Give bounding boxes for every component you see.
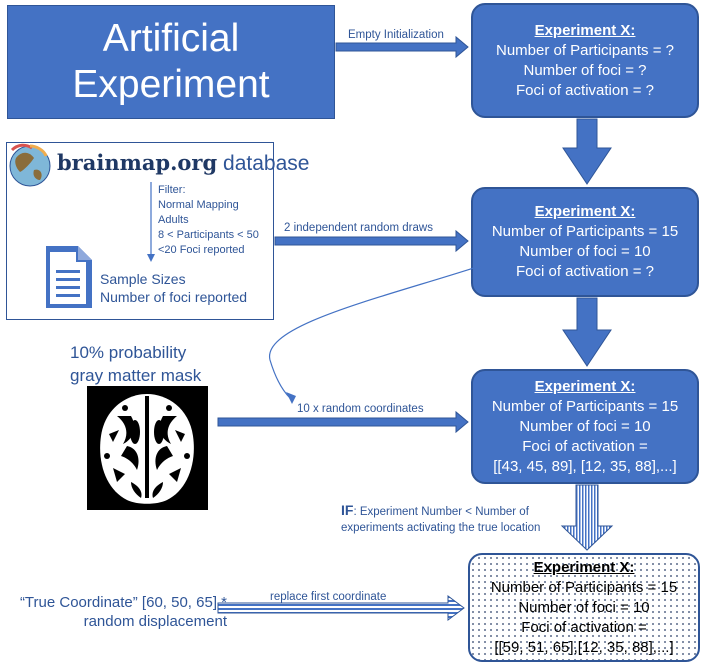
artificial-experiment-box: Artificial Experiment [7, 5, 335, 119]
label-replace-coordinate: replace first coordinate [270, 591, 387, 603]
arrow-random-draws [274, 229, 469, 253]
experiment-line: Foci of activation = [522, 437, 648, 455]
artificial-experiment-line1: Artificial [102, 17, 240, 60]
experiment-title: Experiment X: [534, 377, 636, 395]
true-coordinate-line1: “True Coordinate” [60, 50, 65] * [19, 594, 227, 611]
filter-line: <20 Foci reported [158, 244, 245, 256]
sample-line: Number of foci reported [100, 289, 248, 305]
experiment-box-coordinates: Experiment X: Number of Participants = 1… [471, 369, 699, 484]
arrow-empty-initialization [335, 35, 469, 59]
curved-connector [269, 251, 521, 404]
brain-mask-drawing [87, 386, 208, 510]
true-coordinate-text: “True Coordinate” [60, 50, 65] * random … [0, 593, 227, 631]
experiment-line: Foci of activation = ? [516, 81, 654, 99]
experiment-line: Number of Participants = 15 [490, 578, 678, 596]
experiment-line: Number of foci = ? [523, 61, 647, 79]
experiment-title: Experiment X: [534, 21, 636, 39]
arrow-down-3-striped [560, 484, 614, 551]
experiment-line: Number of foci = 10 [518, 598, 650, 616]
brainmap-site: brainmap.org [57, 150, 218, 175]
condition-line2: experiments activating the true location [341, 522, 541, 534]
condition-if: IF [341, 502, 354, 518]
experiment-box-sampled: Experiment X: Number of Participants = 1… [471, 187, 699, 297]
experiment-title: Experiment X: [533, 558, 635, 576]
experiment-line: Number of foci = 10 [519, 417, 651, 435]
experiment-box-true-location: Experiment X: Number of Participants = 1… [468, 553, 700, 662]
condition-text: IF: Experiment Number < Number of experi… [341, 502, 540, 536]
label-random-coordinates: 10 x random coordinates [297, 403, 424, 415]
arrow-down-2 [562, 297, 612, 367]
mask-label-line2: gray matter mask [70, 366, 202, 385]
filter-arrow [147, 182, 155, 262]
experiment-line: [[43, 45, 89], [12, 35, 88],...] [493, 457, 677, 475]
filter-line: 8 < Participants < 50 [158, 229, 259, 241]
experiment-line: Number of Participants = ? [495, 41, 674, 59]
mask-label-line1: 10% probability [70, 343, 187, 362]
label-random-draws: 2 independent random draws [284, 222, 433, 234]
experiment-line: Foci of activation = [521, 618, 647, 636]
experiment-title: Experiment X: [534, 203, 636, 220]
sample-line: Sample Sizes [100, 271, 186, 287]
arrow-replace-coordinate [217, 595, 465, 621]
sample-info: Sample Sizes Number of foci reported [100, 270, 247, 306]
document-icon [46, 246, 92, 308]
filter-line: Adults [158, 214, 189, 226]
globe-icon [9, 143, 51, 187]
arrow-down-1 [562, 118, 612, 185]
true-coordinate-line2: random displacement [83, 613, 227, 630]
condition-line1: : Experiment Number < Number of [353, 506, 529, 518]
experiment-line: Number of Participants = 15 [491, 397, 679, 415]
experiment-box-empty: Experiment X: Number of Participants = ?… [471, 3, 699, 118]
mask-label: 10% probability gray matter mask [70, 341, 201, 387]
label-empty-initialization: Empty Initialization [348, 29, 444, 41]
filter-criteria: Filter: Normal Mapping Adults 8 < Partic… [158, 183, 259, 258]
gray-matter-mask-image [87, 386, 208, 510]
filter-line: Filter: [158, 184, 186, 196]
brainmap-database-label: database [223, 152, 310, 175]
experiment-line: Number of Participants = 15 [491, 223, 679, 240]
artificial-experiment-line2: Experiment [72, 63, 270, 106]
filter-line: Normal Mapping [158, 199, 239, 211]
experiment-line: [[59, 51, 65],[12, 35, 88],...] [494, 638, 674, 656]
brainmap-title: brainmap.org database [57, 150, 309, 176]
arrow-random-coordinates [217, 410, 469, 434]
experiment-line: Number of foci = 10 [519, 243, 651, 260]
experiment-line: Foci of activation = ? [516, 263, 654, 280]
